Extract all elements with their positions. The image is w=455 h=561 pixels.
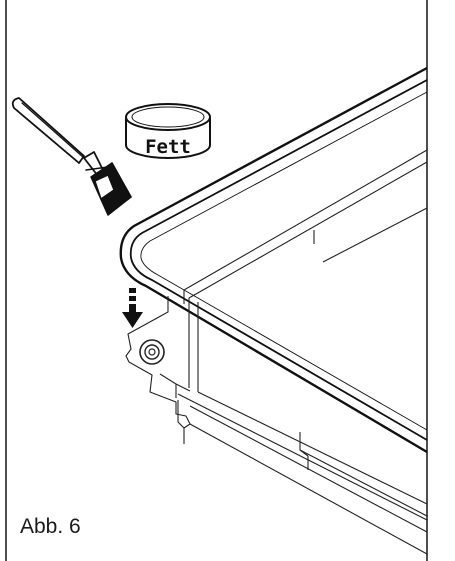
grease-container-icon: Fett bbox=[125, 103, 211, 159]
base-housing bbox=[125, 149, 428, 555]
brush-icon bbox=[11, 97, 132, 216]
figure-caption: Abb. 6 bbox=[20, 515, 81, 538]
down-arrow-icon bbox=[122, 288, 143, 328]
tray-frame bbox=[119, 66, 428, 454]
grease-container-label: Fett bbox=[145, 136, 191, 158]
